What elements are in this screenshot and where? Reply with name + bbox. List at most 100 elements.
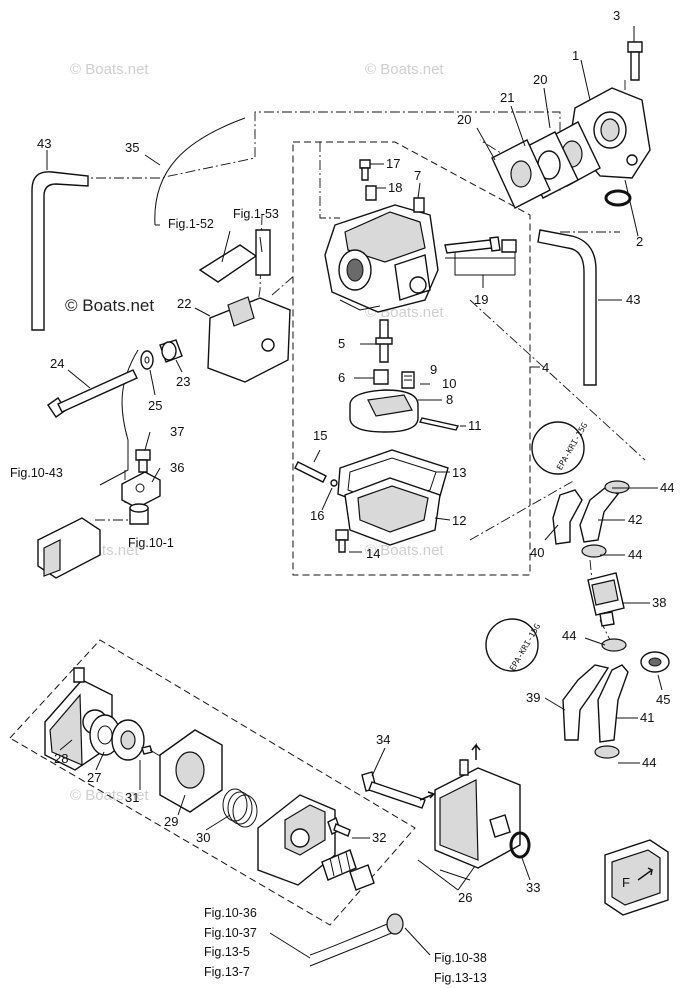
pump-spring-small — [321, 849, 357, 881]
callout-43-left: 43 — [37, 136, 51, 151]
fuel-hose-42 — [579, 487, 620, 543]
fuel-hose-40 — [552, 489, 583, 545]
bracket-screw — [135, 449, 151, 473]
callout-20-outer: 20 — [533, 72, 547, 87]
pump-plunger — [349, 864, 375, 891]
fig-ref: Fig.10-38 — [434, 951, 487, 965]
fig-ref: Fig.13-5 — [204, 945, 250, 959]
callout-36: 36 — [170, 460, 184, 475]
watermark: © Boats.net — [70, 787, 149, 804]
callout-31: 31 — [125, 790, 139, 805]
callout-27: 27 — [87, 770, 101, 785]
drain-screw — [294, 461, 327, 483]
epa-tag-upper: EPA-KRI-15G — [531, 421, 589, 475]
collar — [159, 339, 183, 363]
fig-ref: Fig.10-37 — [204, 926, 257, 940]
callout-17: 17 — [386, 156, 400, 171]
hose-clip — [604, 480, 630, 494]
hose-clip — [594, 745, 620, 759]
pump-spring-30 — [222, 788, 258, 828]
manifold-bolt — [627, 41, 643, 81]
callout-28: 28 — [54, 751, 68, 766]
pump-screw-32 — [327, 817, 351, 837]
callout-45: 45 — [656, 692, 670, 707]
main-jet — [373, 369, 389, 385]
callout-33: 33 — [526, 880, 540, 895]
intake-silencer — [207, 296, 291, 383]
fuel-pump-kit-boundary — [9, 639, 416, 926]
callout-32: 32 — [372, 830, 386, 845]
float — [349, 389, 419, 433]
callout-16: 16 — [310, 508, 324, 523]
callout-18: 18 — [388, 180, 402, 195]
callout-6: 6 — [338, 370, 345, 385]
callout-8: 8 — [446, 392, 453, 407]
callout-30: 30 — [196, 830, 210, 845]
float-pin — [418, 417, 460, 431]
fuel-filter — [587, 572, 625, 627]
float-bowl — [344, 477, 441, 546]
small-collar — [129, 503, 149, 525]
hose-clip — [581, 544, 607, 558]
callout-10: 10 — [442, 376, 456, 391]
rod-bracket — [121, 471, 161, 509]
vent-fitting — [413, 197, 425, 213]
fuel-hose-41 — [597, 664, 629, 743]
carburetor-body — [324, 204, 439, 313]
callout-43-right: 43 — [626, 292, 640, 307]
callout-20-inner: 20 — [457, 112, 471, 127]
callout-42: 42 — [628, 512, 642, 527]
callout-38: 38 — [652, 595, 666, 610]
main-nozzle — [375, 319, 393, 363]
callout-2: 2 — [636, 234, 643, 249]
callout-34: 34 — [376, 732, 390, 747]
pump-mount-bolt — [361, 771, 426, 809]
fuel-system-icon: F — [604, 839, 669, 916]
pilot-spring — [365, 185, 377, 201]
callout-44-c: 44 — [562, 628, 576, 643]
callout-14: 14 — [366, 546, 380, 561]
fig-ref: Fig.10-36 — [204, 906, 257, 920]
callout-29: 29 — [164, 814, 178, 829]
fuel-line-bottom — [309, 913, 404, 967]
carburetor-kit-boundary — [292, 141, 531, 576]
callout-21: 21 — [500, 90, 514, 105]
pilot-screw — [359, 159, 371, 181]
callout-35: 35 — [125, 140, 139, 155]
callout-39: 39 — [526, 690, 540, 705]
fig-ref: Fig.10-1 — [128, 536, 174, 550]
breather-hose — [198, 229, 271, 283]
callout-9: 9 — [430, 362, 437, 377]
callout-leaders — [46, 26, 663, 959]
watermark: © Boats.net — [70, 61, 149, 78]
fuel-pump-assembly — [434, 759, 521, 869]
pump-gasket-29 — [159, 729, 223, 813]
drain-o-ring — [330, 479, 338, 487]
epa-tag-lower: EPA-KRI-15G — [485, 618, 542, 673]
callout-26: 26 — [458, 890, 472, 905]
washer — [140, 350, 154, 370]
fuel-hose-left — [31, 171, 89, 331]
callout-44-a: 44 — [660, 480, 674, 495]
grommet — [640, 651, 670, 673]
fig-ref: Fig.1-53 — [233, 207, 279, 221]
callout-13: 13 — [452, 465, 466, 480]
pump-valve-plate — [111, 719, 145, 761]
float-needle — [401, 371, 415, 389]
callout-44-b: 44 — [628, 547, 642, 562]
gasket-inner — [491, 139, 551, 209]
callout-labels: 1 2 3 4 5 6 7 8 9 10 11 12 13 14 15 16 1… — [37, 8, 674, 905]
pump-screw-31 — [141, 745, 161, 757]
callout-24: 24 — [50, 356, 64, 371]
control-rod — [99, 117, 246, 486]
cowling-clip — [37, 517, 101, 579]
fig-ref: Fig.13-13 — [434, 971, 487, 985]
callout-15: 15 — [313, 428, 327, 443]
figure-references: Fig.1-52 Fig.1-53 Fig.10-43 Fig.10-1 Fig… — [10, 207, 487, 985]
bowl-screw — [335, 529, 349, 553]
watermark: © Boats.net — [365, 61, 444, 78]
fuel-hose-right — [537, 229, 597, 386]
fig-ref: Fig.1-52 — [168, 217, 214, 231]
callout-19: 19 — [474, 292, 488, 307]
callout-3: 3 — [613, 8, 620, 23]
